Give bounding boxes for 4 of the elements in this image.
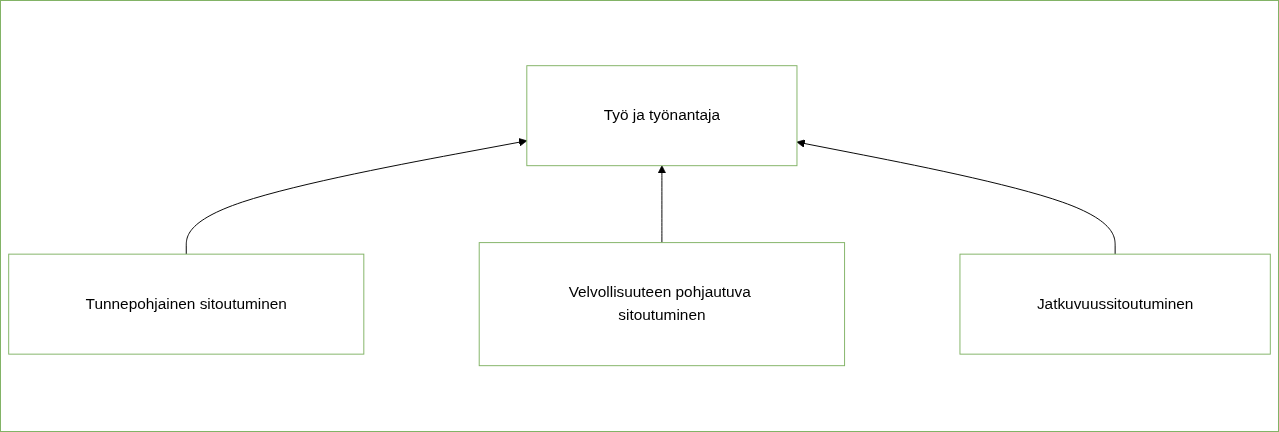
- node-box: Tunnepohjainen sitoutuminen: [8, 254, 365, 355]
- node-box: Velvollisuuteen pohjautuva sitoutuminen: [478, 242, 846, 367]
- node-box: Työ ja työnantaja: [526, 65, 798, 167]
- node-box: Jatkuvuussitoutuminen: [959, 254, 1271, 355]
